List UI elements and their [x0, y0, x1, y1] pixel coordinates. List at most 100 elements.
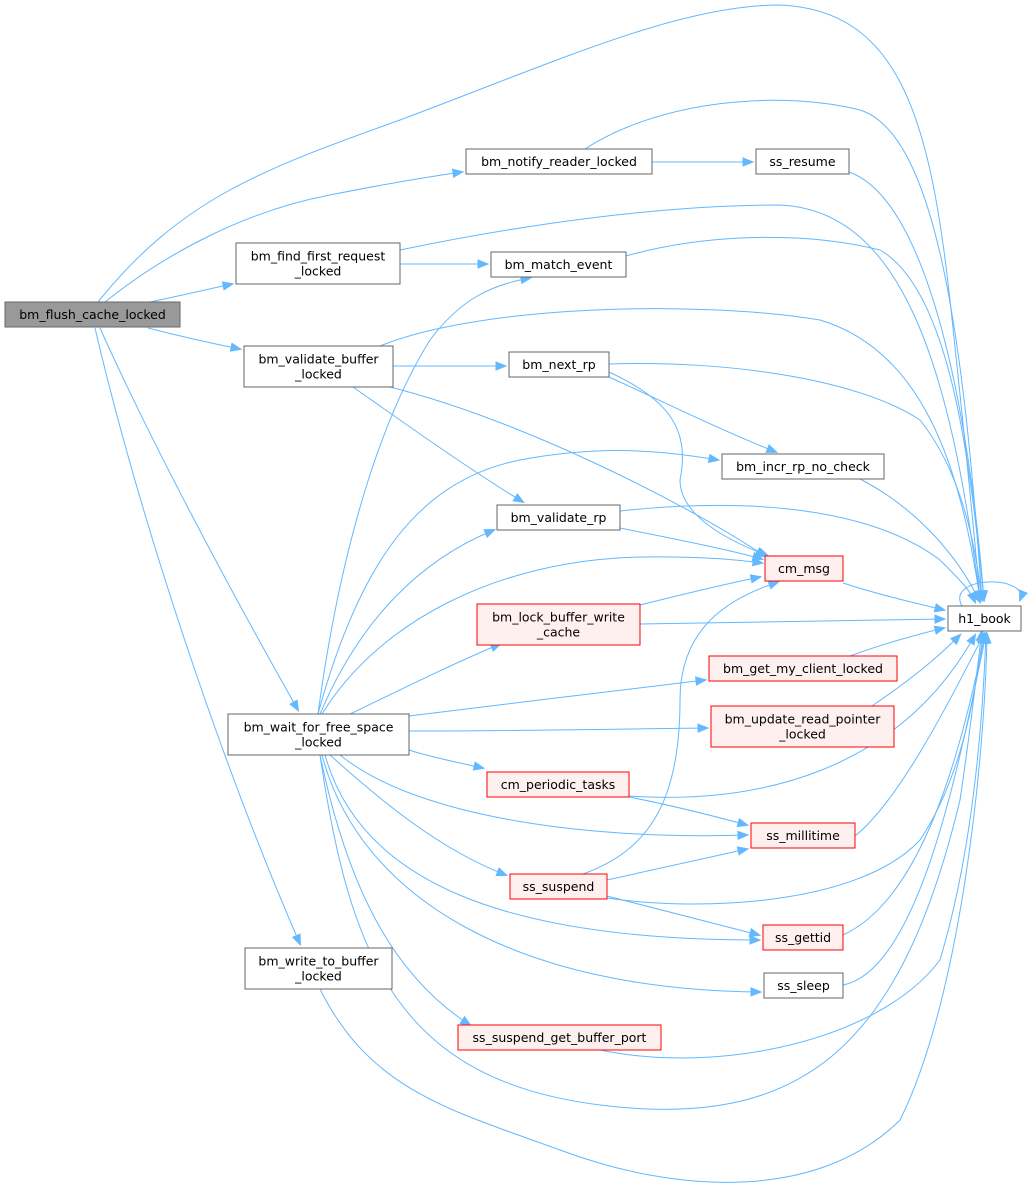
node-h1book[interactable]: h1_book — [947, 605, 1022, 632]
edge-waitfree-to-match — [317, 274, 533, 715]
node-box[interactable] — [721, 453, 885, 480]
node-nextrp[interactable]: bm_next_rp — [508, 351, 610, 378]
node-getmy[interactable]: bm_get_my_client_locked — [708, 655, 898, 682]
node-label: bm_flush_cache_locked — [19, 307, 166, 322]
edge-flush-to-notify — [104, 168, 465, 303]
edge-waitfree-to-updread — [408, 723, 710, 733]
edge-waitfree-to-incrrp — [317, 450, 721, 715]
edge-waitfree-to-millitime — [339, 754, 750, 841]
arrow-head — [451, 168, 465, 179]
node-box[interactable] — [227, 713, 410, 756]
node-box[interactable] — [764, 555, 844, 582]
edge-line — [408, 749, 484, 769]
arrow-head — [229, 342, 243, 352]
edge-waitfree-to-sleep — [321, 754, 763, 997]
node-box[interactable] — [947, 605, 1022, 632]
node-gettid[interactable]: ss_gettid — [762, 924, 844, 951]
node-validrp[interactable]: bm_validate_rp — [496, 504, 621, 531]
node-box[interactable] — [710, 705, 895, 748]
node-box[interactable] — [486, 771, 630, 798]
edges-layer — [94, 4, 1028, 1183]
arrow-head — [289, 699, 300, 713]
edge-line — [408, 727, 708, 732]
node-getport[interactable]: ss_suspend_get_buffer_port — [457, 1024, 662, 1051]
edge-cmmsg-to-h1book — [842, 582, 947, 613]
node-box[interactable] — [476, 603, 641, 646]
edge-line — [389, 386, 766, 557]
node-updread[interactable]: bm_update_read_pointer_locked — [710, 705, 895, 748]
edge-line — [849, 627, 945, 657]
edge-flush-to-waitfree — [99, 327, 300, 713]
arrow-head — [751, 557, 765, 567]
edge-line — [959, 581, 1022, 607]
node-incrrp[interactable]: bm_incr_rp_no_check — [721, 453, 885, 480]
node-box[interactable] — [243, 345, 394, 388]
node-label: _locked — [294, 969, 342, 984]
arrow-head — [966, 632, 977, 646]
edge-validrp-to-h1book — [619, 504, 976, 605]
node-box[interactable] — [750, 822, 856, 849]
edge-nextrp-to-incrrp — [608, 376, 779, 453]
node-box[interactable] — [235, 242, 401, 285]
edge-line — [628, 634, 976, 798]
node-box[interactable] — [244, 947, 393, 990]
node-resume[interactable]: ss_resume — [755, 148, 850, 175]
edge-flush-to-findfirst — [149, 281, 235, 303]
arrow-head — [477, 259, 490, 269]
arrow-head — [749, 935, 762, 945]
edge-line — [848, 171, 985, 601]
node-writebuf[interactable]: bm_write_to_buffer_locked — [244, 947, 393, 990]
node-sleep[interactable]: ss_sleep — [763, 972, 844, 999]
node-box[interactable] — [763, 972, 844, 999]
node-validbuf[interactable]: bm_validate_buffer_locked — [243, 345, 394, 388]
edge-writebuf-to-h1book — [319, 631, 992, 1183]
node-box[interactable] — [490, 251, 627, 278]
arrow-head — [695, 676, 708, 686]
edge-findfirst-to-match — [400, 259, 490, 269]
node-findfirst[interactable]: bm_find_first_request_locked — [235, 242, 401, 285]
node-box[interactable] — [508, 351, 610, 378]
node-millitime[interactable]: ss_millitime — [750, 822, 856, 849]
node-flush[interactable]: bm_flush_cache_locked — [4, 301, 181, 328]
arrow-head — [765, 444, 779, 453]
node-periodic[interactable]: cm_periodic_tasks — [486, 771, 630, 798]
node-match[interactable]: bm_match_event — [490, 251, 627, 278]
arrow-head — [459, 1015, 472, 1027]
edge-line — [349, 643, 501, 715]
node-suspend[interactable]: ss_suspend — [509, 873, 608, 900]
node-notify[interactable]: bm_notify_reader_locked — [465, 148, 653, 175]
arrow-head — [221, 281, 235, 291]
node-label: _locked — [294, 735, 342, 750]
arrow-head — [748, 927, 762, 938]
node-label: bm_update_read_pointer — [725, 712, 882, 727]
node-label: _locked — [778, 727, 826, 742]
arrow-head — [933, 625, 947, 635]
node-box[interactable] — [496, 504, 621, 531]
node-box[interactable] — [4, 301, 181, 328]
edge-line — [147, 327, 241, 350]
edge-waitfree-to-suspend — [329, 754, 509, 877]
node-label: h1_book — [958, 611, 1011, 626]
edge-lockbuf-to-cmmsg — [639, 574, 763, 606]
edge-line — [99, 327, 299, 711]
arrow-head — [512, 493, 526, 504]
node-box[interactable] — [708, 655, 898, 682]
arrow-head — [934, 614, 947, 624]
edge-notify-to-resume — [652, 157, 755, 167]
edge-h1book-to-h1book — [959, 581, 1028, 607]
node-box[interactable] — [465, 148, 653, 175]
edge-waitfree-to-validrp — [319, 529, 497, 715]
node-lockbuf[interactable]: bm_lock_buffer_write_cache — [476, 603, 641, 646]
node-waitfree[interactable]: bm_wait_for_free_space_locked — [227, 713, 410, 756]
edge-periodic-to-h1book — [628, 632, 977, 798]
edge-line — [408, 679, 706, 717]
edge-line — [608, 376, 777, 453]
node-cmmsg[interactable]: cm_msg — [764, 555, 844, 582]
edge-waitfree-to-cmmsg — [321, 556, 765, 715]
edge-line — [584, 99, 983, 601]
node-label: bm_wait_for_free_space — [244, 720, 394, 735]
node-box[interactable] — [762, 924, 844, 951]
node-box[interactable] — [509, 873, 608, 900]
node-box[interactable] — [755, 148, 850, 175]
node-box[interactable] — [457, 1024, 662, 1051]
